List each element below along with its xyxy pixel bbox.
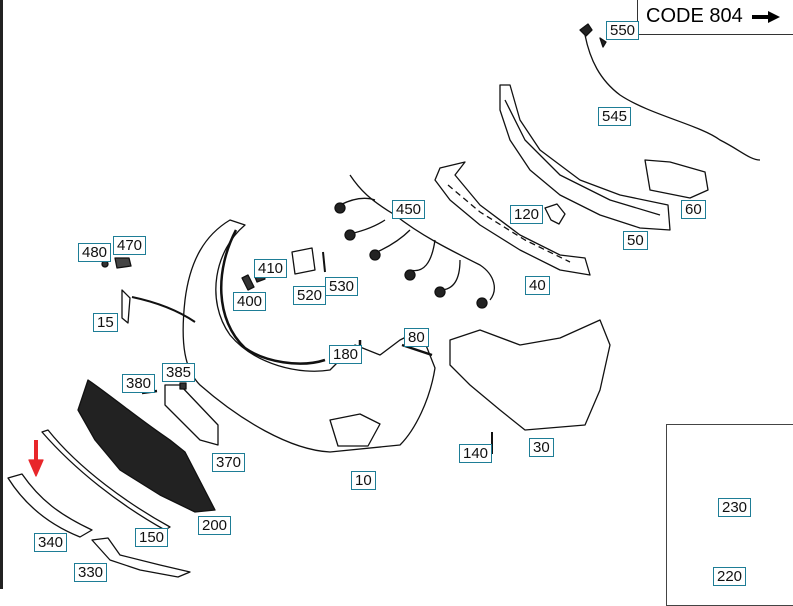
code-badge: CODE 804 — [637, 0, 793, 35]
part-330-strip — [91, 537, 191, 578]
part-label-520[interactable]: 520 — [293, 286, 327, 305]
part-label-470[interactable]: 470 — [113, 236, 147, 255]
part-label-60[interactable]: 60 — [681, 200, 706, 219]
part-150-strip — [41, 429, 171, 531]
part-label-220[interactable]: 220 — [713, 567, 747, 586]
part-label-450[interactable]: 450 — [392, 200, 426, 219]
part-label-50[interactable]: 50 — [623, 231, 648, 250]
part-label-340[interactable]: 340 — [34, 533, 68, 552]
part-label-15[interactable]: 15 — [93, 313, 118, 332]
part-label-80[interactable]: 80 — [404, 328, 429, 347]
part-550-clip — [579, 23, 607, 48]
part-label-410[interactable]: 410 — [254, 259, 288, 278]
part-40-crossmember — [434, 161, 591, 276]
diagram-border — [0, 0, 3, 589]
part-label-150[interactable]: 150 — [135, 528, 169, 547]
part-450-harness — [349, 174, 495, 301]
part-385-clip — [179, 382, 187, 390]
part-545-cable — [584, 34, 761, 161]
part-470-sensor — [114, 257, 132, 269]
part-400-bolt — [241, 274, 255, 291]
part-label-10[interactable]: 10 — [351, 471, 376, 490]
part-label-120[interactable]: 120 — [510, 205, 544, 224]
part-120-bracket — [544, 203, 566, 225]
part-520-module — [291, 247, 316, 275]
part-15-bracket — [121, 289, 131, 324]
part-label-30[interactable]: 30 — [529, 438, 554, 457]
arrow-right-icon — [752, 11, 780, 23]
code-label: CODE 804 — [646, 5, 743, 27]
part-label-330[interactable]: 330 — [74, 563, 108, 582]
part-label-530[interactable]: 530 — [325, 277, 359, 296]
part-label-480[interactable]: 480 — [78, 243, 112, 262]
part-50-absorber — [499, 84, 671, 231]
part-label-370[interactable]: 370 — [212, 453, 246, 472]
part-label-180[interactable]: 180 — [329, 345, 363, 364]
part-label-545[interactable]: 545 — [598, 107, 632, 126]
part-200-grille — [77, 379, 216, 513]
part-label-140[interactable]: 140 — [459, 444, 493, 463]
part-label-400[interactable]: 400 — [233, 292, 267, 311]
part-530-clip — [322, 251, 326, 273]
part-label-550[interactable]: 550 — [606, 21, 640, 40]
part-label-385[interactable]: 385 — [162, 363, 196, 382]
part-label-40[interactable]: 40 — [525, 276, 550, 295]
part-340-strip — [7, 473, 93, 538]
part-label-230[interactable]: 230 — [718, 498, 752, 517]
part-label-380[interactable]: 380 — [122, 374, 156, 393]
part-30-side-panel — [449, 319, 611, 431]
part-60-bracket — [644, 159, 709, 199]
part-label-200[interactable]: 200 — [198, 516, 232, 535]
